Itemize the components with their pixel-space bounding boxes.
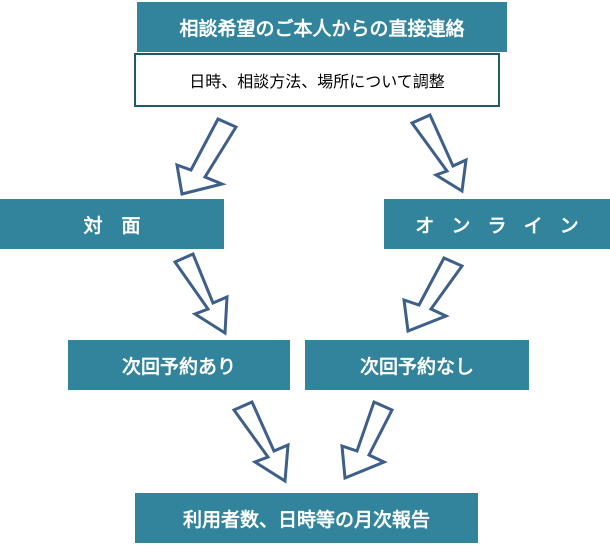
in-person-box: 対 面 — [0, 199, 224, 249]
schedule-adjust-label: 日時、相談方法、場所について調整 — [189, 72, 445, 91]
next-appointment-yes-label: 次回予約あり — [121, 355, 236, 378]
arrow-down-right-icon — [409, 113, 468, 194]
contact-header-label: 相談希望のご本人からの直接連絡 — [179, 17, 465, 40]
contact-header-box: 相談希望のご本人からの直接連絡 — [137, 2, 507, 52]
arrow-down-right-icon — [231, 400, 290, 484]
monthly-report-label: 利用者数、日時等の月次報告 — [182, 508, 430, 531]
arrow-down-left-icon — [175, 117, 239, 196]
next-appointment-yes-box: 次回予約あり — [68, 340, 290, 390]
schedule-adjust-box: 日時、相談方法、場所について調整 — [134, 53, 500, 107]
monthly-report-box: 利用者数、日時等の月次報告 — [135, 493, 478, 543]
arrow-down-left-icon — [340, 399, 395, 481]
online-box: オンライン — [384, 199, 610, 249]
next-appointment-no-box: 次回予約なし — [305, 340, 529, 390]
arrow-down-right-icon — [172, 252, 229, 336]
next-appointment-no-label: 次回予約なし — [359, 355, 474, 378]
online-label: オンライン — [415, 214, 596, 237]
arrow-down-left-icon — [402, 256, 465, 334]
in-person-label: 対 面 — [83, 214, 141, 237]
